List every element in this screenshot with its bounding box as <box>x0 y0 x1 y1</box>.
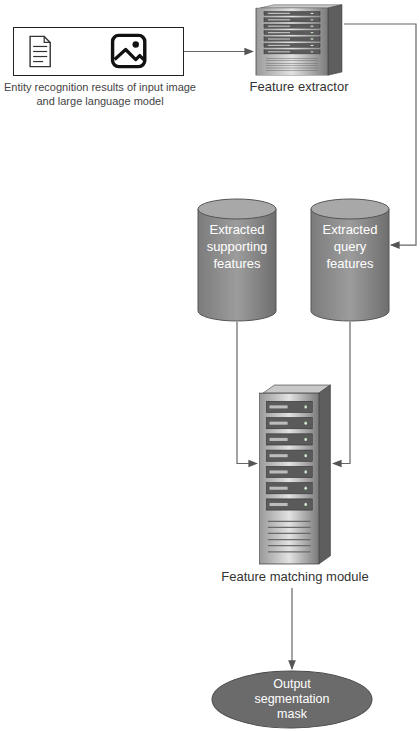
node-caption: Entity recognition results of input imag… <box>2 80 198 109</box>
input-box: Entity recognition results of input imag… <box>13 27 184 76</box>
database-cylinder: Extracted supporting features <box>197 198 277 322</box>
connector-arrow <box>237 322 257 464</box>
node-label: Extracted supporting features <box>197 198 277 273</box>
connector-arrow <box>333 322 350 464</box>
server-icon: Feature extractor <box>254 4 344 76</box>
server-illustration <box>254 4 344 76</box>
connector-arrow <box>184 51 253 52</box>
input-icons <box>14 28 183 75</box>
server-illustration <box>258 383 332 566</box>
node-label: Extracted query features <box>310 198 390 273</box>
database-cylinder: Extracted query features <box>310 198 390 322</box>
node-caption: Feature extractor <box>250 79 349 94</box>
node-caption: Feature matching module <box>221 569 368 584</box>
node-label: Output segmentation mask <box>244 677 340 722</box>
server-icon: Feature matching module <box>258 383 332 566</box>
connector-arrow <box>291 588 292 669</box>
output-ellipse: Output segmentation mask <box>211 670 373 729</box>
